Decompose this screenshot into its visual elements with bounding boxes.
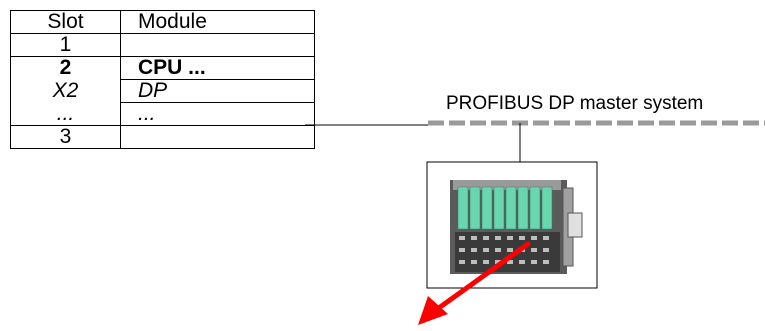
table-row[interactable]: 3	[10, 125, 315, 149]
table-row[interactable]: X2 DP	[10, 79, 315, 103]
table-row[interactable]: 2 CPU ...	[10, 56, 315, 80]
module-cell: CPU ...	[120, 56, 315, 80]
bus-label: PROFIBUS DP master system	[446, 93, 704, 114]
red-arrow-icon	[418, 241, 531, 325]
slot-module-table: Slot Module 1 2 CPU ... X2 DP ... ... 3	[10, 10, 315, 149]
slot-cell: 3	[10, 125, 121, 149]
module-cell: DP	[120, 79, 315, 103]
slot-cell: X2	[10, 79, 121, 103]
table-header-row: Slot Module	[10, 10, 315, 34]
header-slot: Slot	[10, 10, 121, 34]
io-module-device-icon[interactable]	[426, 161, 598, 289]
module-cell	[120, 125, 315, 149]
module-cell: ...	[120, 102, 315, 126]
header-module: Module	[120, 10, 315, 34]
